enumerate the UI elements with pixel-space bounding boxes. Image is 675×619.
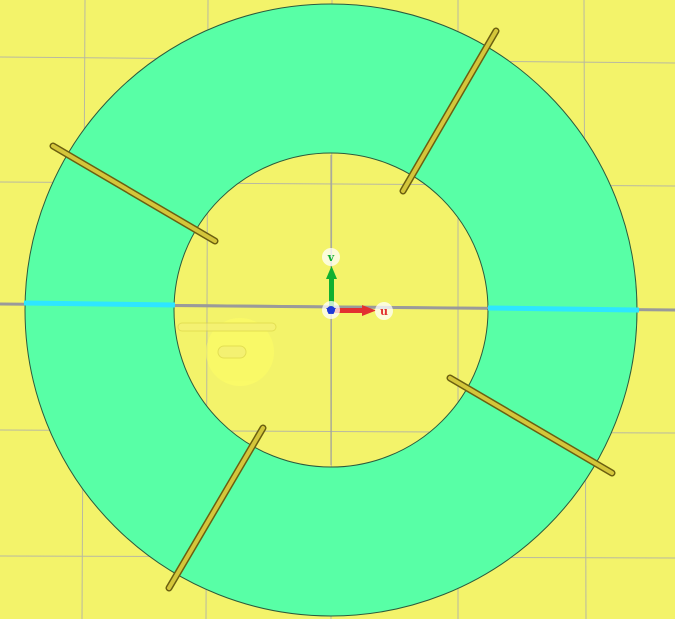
rods [49,27,616,592]
port-line-right[interactable] [487,305,640,313]
v-axis-label-badge [322,248,340,266]
v-axis-arrow-icon [326,266,337,308]
u-axis-label: u [380,305,388,318]
u-axis-label-badge [375,302,393,320]
u-axis-arrow-icon [334,305,376,316]
port-line-left[interactable] [23,300,176,308]
ghost-rod [177,318,277,386]
axis-gizmo: v u w [322,248,393,320]
rod-bottom-left[interactable] [165,424,267,592]
v-axis-label: v [327,251,335,264]
w-axis-label: w [325,304,336,317]
rod-top-right[interactable] [399,27,500,195]
rod-bottom-right[interactable] [446,374,616,477]
w-axis-dot-icon [327,306,335,314]
rod-top-left[interactable] [49,142,219,245]
